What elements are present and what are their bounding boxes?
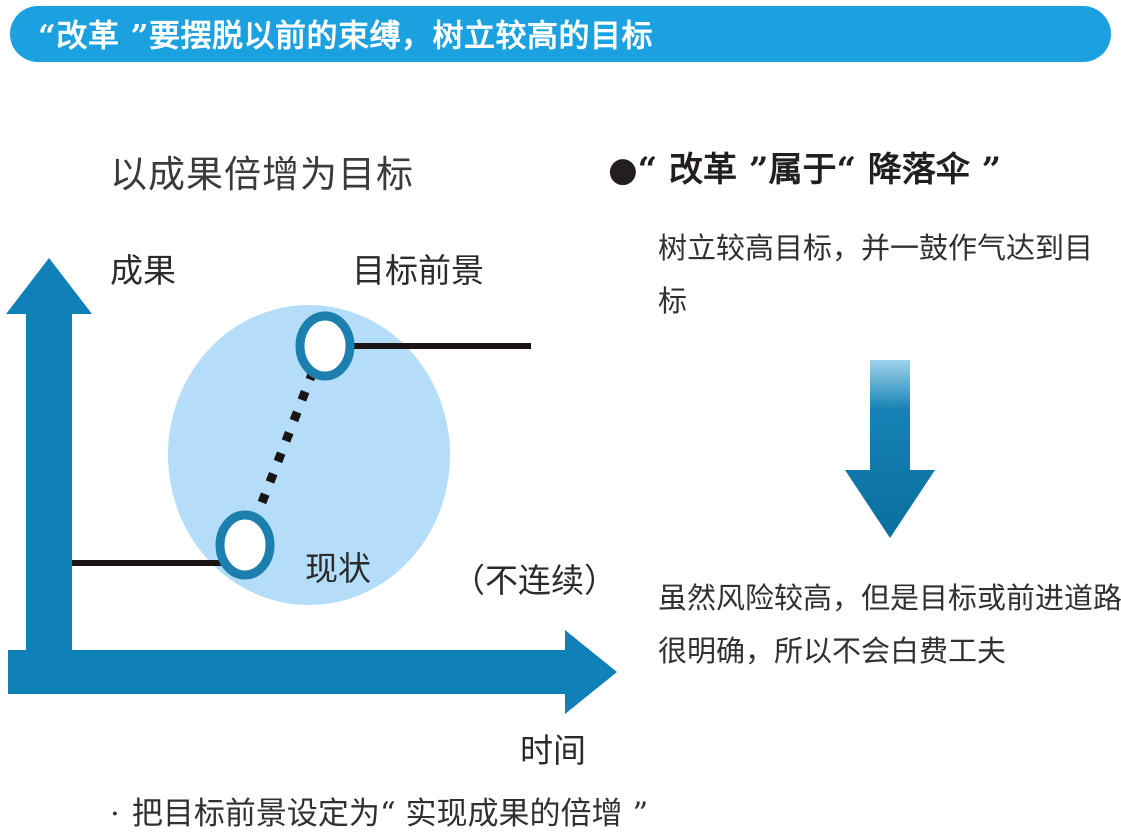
right-panel-paragraph-1: 树立较高目标，并一鼓作气达到目标 [658,231,1094,318]
right-panel-heading: ●“ 改革 ”属于“ 降落伞 ” [608,150,1002,190]
growth-graph [6,258,617,714]
x-axis-label: 时间 [520,731,586,770]
goal-vision-marker [295,311,355,381]
footer-bullet-text: 把目标前景设定为“ 实现成果的倍增 ” [131,796,649,832]
bullet-marker-icon: · [110,796,120,832]
discontinuous-label: （不连续） [452,561,617,600]
down-arrow-icon [845,360,935,538]
x-axis-arrow [8,630,617,714]
current-state-line [72,560,234,566]
y-axis-arrow [6,258,92,690]
left-panel-heading: 以成果倍增为目标 [110,153,414,196]
right-panel-notes: ●“ 改革 ”属于“ 降落伞 ” 树立较高目标，并一鼓作气达到目标 虽然风险较高… [600,62,1121,782]
goal-vision-line [347,343,531,349]
current-state-marker [215,510,275,580]
current-state-label: 现状 [305,549,371,588]
right-panel-paragraph-2: 虽然风险较高，但是目标或前进道路很明确，所以不会白费工夫 [658,581,1121,668]
dotted-jump-connector [249,367,319,525]
goal-vision-label: 目标前景 [352,251,484,290]
y-axis-label: 成果 [110,251,176,290]
title-banner: “改革 ”要摆脱以前的束缚，树立较高的目标 [10,6,1111,62]
left-panel-graph: 以成果倍增为目标 成果 目标前景 现状 （不连续） 时间 [0,62,640,782]
footer-bullet: · 把目标前景设定为“ 实现成果的倍增 ” [110,788,648,833]
page-title: “改革 ”要摆脱以前的束缚，树立较高的目标 [38,18,653,55]
